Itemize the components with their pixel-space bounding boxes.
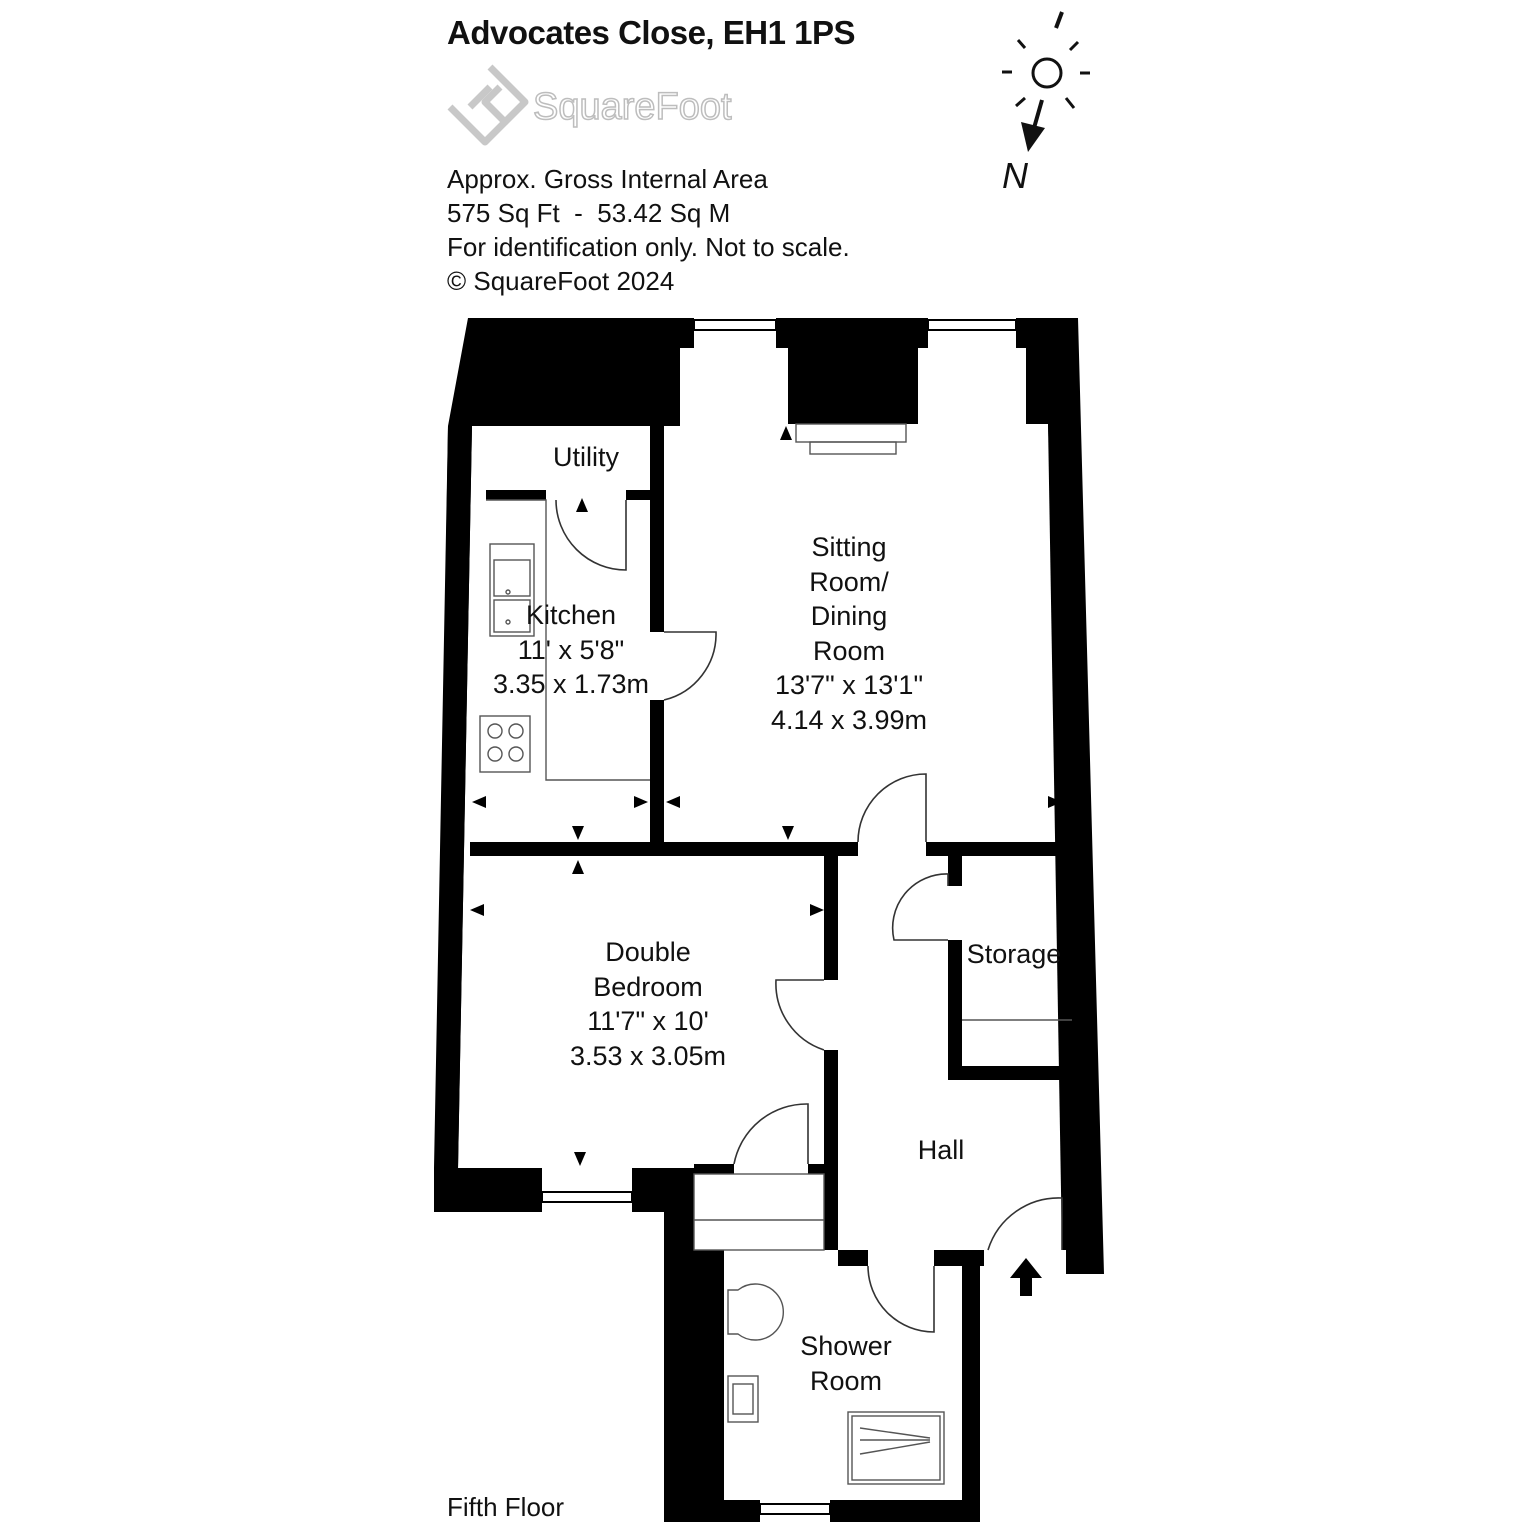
fixtures <box>479 423 1072 1485</box>
door-shower <box>867 1265 935 1333</box>
door-utility <box>555 499 627 571</box>
door-entrance <box>987 1197 1063 1251</box>
room-label-double-bedroom: Double Bedroom 11'7" x 10' 3.53 x 3.05m <box>569 937 727 1071</box>
window-sitting-left <box>693 319 777 331</box>
walls <box>434 318 1104 1522</box>
window-bedroom <box>541 1191 633 1203</box>
entrance-arrow-icon <box>1010 1258 1042 1296</box>
logo-wordmark: SquareFoot <box>533 86 732 128</box>
compass-sun-icon: N <box>1002 11 1090 195</box>
north-arrow-icon <box>1021 122 1045 152</box>
copyright: © SquareFoot 2024 <box>447 266 675 296</box>
dimension-markers <box>470 426 1062 1166</box>
door-sitting <box>857 773 927 843</box>
door-storage <box>891 873 949 941</box>
north-label: N <box>1002 155 1029 195</box>
plan-title: Advocates Close, EH1 1PS <box>447 14 856 51</box>
area-info: Approx. Gross Internal Area 575 Sq Ft - … <box>447 162 850 298</box>
disclaimer: For identification only. Not to scale. <box>447 232 850 262</box>
doors <box>555 499 1063 1333</box>
window-shower <box>759 1503 831 1515</box>
room-label-hall: Hall <box>917 1135 965 1165</box>
door-cupboard <box>733 1103 809 1165</box>
area-caption: Approx. Gross Internal Area <box>447 164 768 194</box>
kitchen-sink-icon <box>489 543 535 637</box>
area-value: 575 Sq Ft - 53.42 Sq M <box>447 198 731 228</box>
fireplace-icon <box>795 423 907 443</box>
room-label-storage: Storage <box>966 939 1062 969</box>
shower-tray-icon <box>847 1411 945 1485</box>
toilet-icon <box>727 1283 784 1341</box>
door-kitchen <box>663 631 717 701</box>
room-label-sitting-dining: Sitting Room/ Dining Room 13'7" x 13'1" … <box>770 532 928 735</box>
floor-label: Fifth Floor <box>447 1492 565 1522</box>
squarefoot-logo: SquareFoot <box>447 64 733 146</box>
window-sitting-right <box>927 319 1017 331</box>
room-label-shower-room: Shower Room <box>800 1331 892 1396</box>
room-label-kitchen: Kitchen 11' x 5'8" 3.35 x 1.73m <box>492 600 650 699</box>
basin-icon <box>727 1375 759 1423</box>
door-bedroom <box>775 979 825 1051</box>
room-label-utility: Utility <box>553 442 619 472</box>
hob-icon <box>479 715 531 773</box>
windows <box>541 319 1017 1515</box>
logo-mark-icon <box>447 64 529 146</box>
